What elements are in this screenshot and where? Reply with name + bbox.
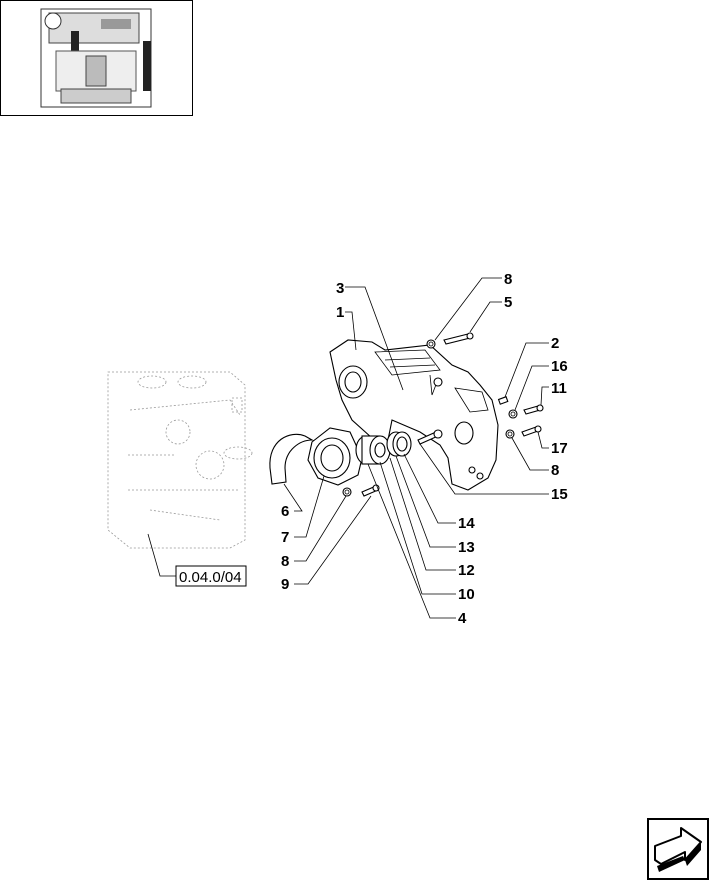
engine-block-ghost	[107, 371, 253, 549]
callout-7: 7	[281, 529, 289, 546]
callout-3: 3	[336, 280, 344, 297]
callout-12: 12	[458, 562, 475, 579]
reference-leader	[147, 533, 176, 577]
callout-17: 17	[551, 440, 568, 457]
timing-cover	[329, 339, 499, 491]
reference-label: 0.04.0/04	[179, 569, 242, 586]
leader-lines	[283, 277, 549, 619]
callout-11: 11	[551, 380, 567, 397]
pin-2	[497, 396, 509, 405]
callout-13: 13	[458, 539, 475, 556]
callout-14: 14	[458, 515, 475, 532]
callout-6: 6	[281, 503, 289, 520]
callout-5: 5	[504, 294, 512, 311]
washer-16	[508, 409, 518, 419]
callout-10: 10	[458, 586, 475, 603]
washer-top	[426, 339, 436, 349]
washer-lower	[342, 487, 352, 497]
callout-8-right: 8	[551, 462, 559, 479]
callout-8-lower: 8	[281, 553, 289, 570]
pump-housing	[307, 427, 363, 486]
callout-4: 4	[458, 610, 467, 627]
spring-rings	[386, 431, 412, 457]
washer-8-right	[505, 429, 515, 439]
engine-thumbnail-icon	[40, 8, 152, 108]
next-page-button[interactable]	[647, 818, 709, 880]
callout-2: 2	[551, 335, 559, 352]
bolt-5	[443, 333, 471, 345]
callout-16: 16	[551, 358, 568, 375]
seal-ring	[269, 433, 315, 485]
next-page-arrow-icon	[654, 827, 702, 872]
shaft-assembly	[355, 435, 391, 465]
engine-thumbnail	[0, 0, 193, 116]
callout-15: 15	[551, 486, 568, 503]
callout-1: 1	[336, 304, 344, 321]
callout-8-top: 8	[504, 271, 512, 288]
callout-9: 9	[281, 576, 289, 593]
